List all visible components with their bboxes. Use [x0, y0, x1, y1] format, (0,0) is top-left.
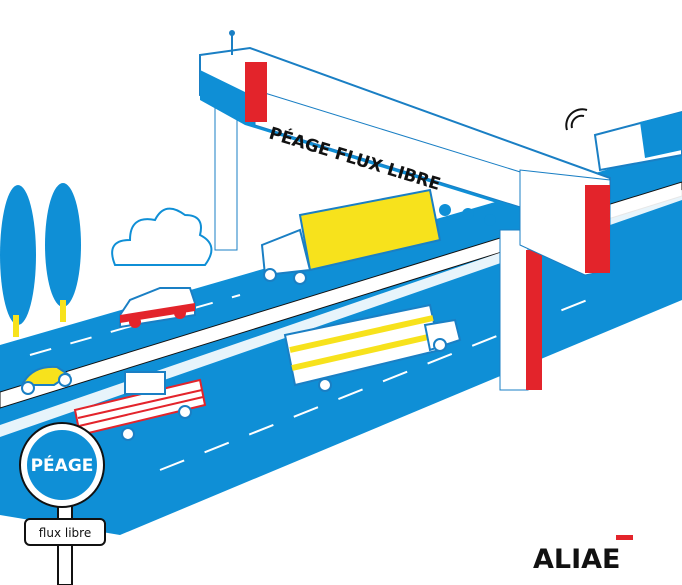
van-icon: [565, 108, 682, 172]
car-icon: [119, 287, 196, 329]
sign-title: PÉAGE: [31, 454, 94, 476]
sign-subtitle: flux libre: [39, 526, 91, 540]
tanker-truck-icon: [283, 303, 462, 392]
bush-outline-icon: [111, 207, 213, 266]
logo-text: ALIAE: [533, 544, 621, 575]
toll-gantry: PÉAGE FLUX LIBRE: [199, 30, 611, 391]
tree-icon: [0, 183, 81, 337]
scooter-icon: [20, 365, 72, 395]
aliae-logo: ALIAE: [533, 535, 633, 575]
lane-marking: [29, 294, 241, 356]
truck-icon: [260, 188, 442, 285]
toll-road-sign: PÉAGE flux libre: [19, 422, 106, 585]
